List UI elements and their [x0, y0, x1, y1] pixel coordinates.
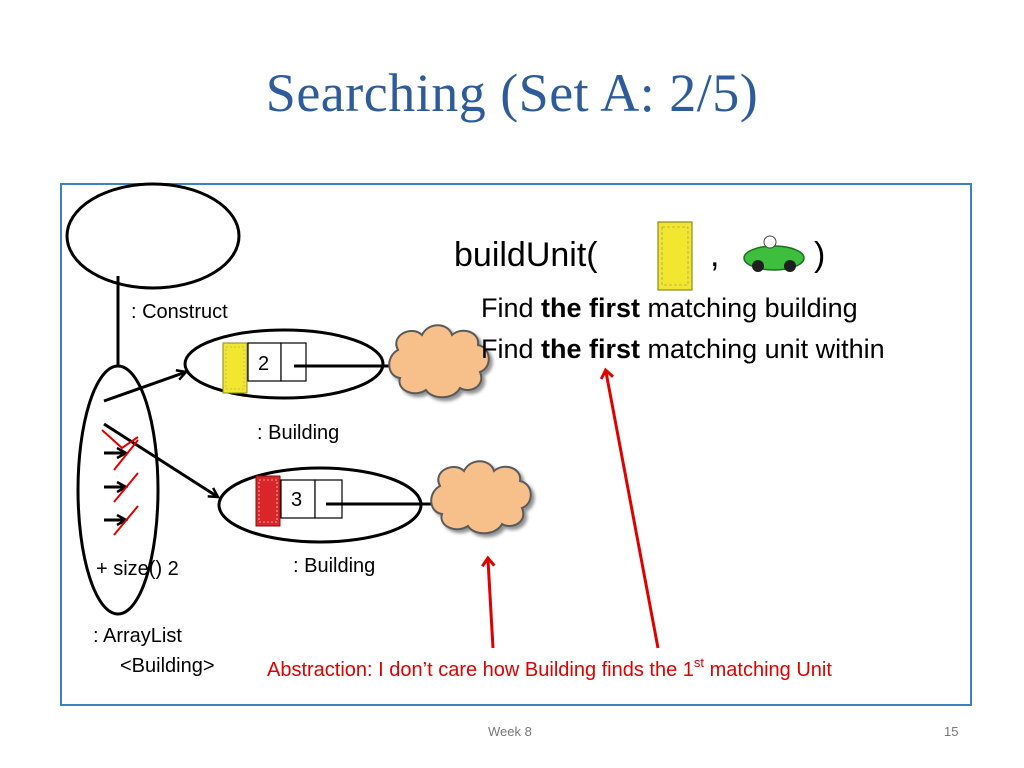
red-check-1 — [101, 429, 139, 450]
red-check-2 — [113, 439, 139, 471]
abstraction-post: matching Unit — [704, 659, 832, 681]
red-building-icon — [255, 475, 281, 527]
abstraction-sup: st — [694, 655, 705, 670]
building1-units-box — [280, 342, 307, 382]
build-unit-call: buildUnit( — [454, 236, 598, 274]
footer-week: Week 8 — [488, 724, 532, 739]
arraylist-type-label: <Building> — [120, 655, 215, 677]
yellow-building-icon — [222, 342, 248, 394]
abstraction-pre: Abstraction: I don’t care how Building f… — [267, 659, 694, 681]
list-to-building2-arrow — [103, 422, 218, 497]
abstraction-note: Abstraction: I don’t care how Building f… — [267, 655, 832, 681]
building1-label: : Building — [257, 422, 339, 444]
yellow-building-param-icon — [657, 221, 693, 291]
build-unit-comma: , — [710, 236, 719, 274]
page-number: 15 — [944, 724, 959, 739]
building1-value: 2 — [258, 353, 269, 375]
annotation-arrow-right — [599, 367, 660, 649]
building2-label: : Building — [293, 555, 375, 577]
step-find-building: Find the first matching building — [481, 293, 858, 323]
arraylist-size-label: + size() 2 — [96, 558, 179, 580]
red-check-3 — [113, 472, 139, 503]
annotation-arrow-left — [481, 555, 496, 649]
diagram-frame — [60, 183, 972, 706]
step-find-unit: Find the first matching unit within — [481, 334, 885, 364]
build-unit-close: ) — [814, 236, 825, 274]
units-cloud-2 — [430, 460, 532, 535]
list-to-building1-arrow — [103, 372, 186, 403]
building2-units-box — [314, 479, 343, 519]
construct-label: : Construct — [131, 301, 228, 323]
construct-ellipse — [65, 182, 241, 290]
car-param-icon — [743, 235, 805, 272]
units-cloud-1 — [388, 324, 490, 399]
step2-pre: Find — [481, 334, 541, 364]
slide-title: Searching (Set A: 2/5) — [265, 63, 759, 123]
step1-post: matching building — [640, 293, 858, 323]
step2-bold: the first — [541, 334, 640, 364]
building2-value: 3 — [291, 489, 302, 511]
step1-bold: the first — [541, 293, 640, 323]
arraylist-label: : ArrayList — [93, 625, 182, 647]
step1-pre: Find — [481, 293, 541, 323]
red-check-4 — [113, 505, 139, 536]
step2-post: matching unit within — [640, 334, 885, 364]
